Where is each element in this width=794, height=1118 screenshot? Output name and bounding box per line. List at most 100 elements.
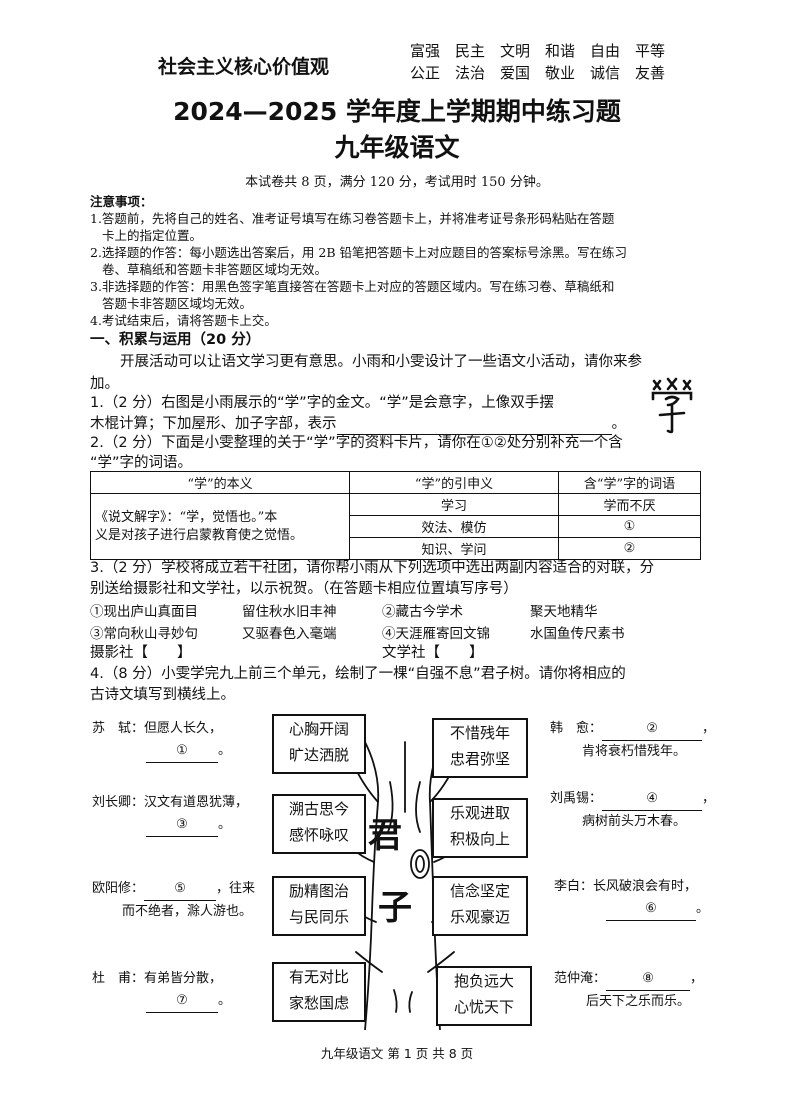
punct: ， <box>702 791 716 806</box>
table-header: “学”的本义 <box>90 471 350 494</box>
box-line: 心忧天下 <box>453 998 514 1016</box>
couplet-option-4b: 水国鱼传尺素书 <box>530 626 625 642</box>
value-item: 法治 <box>455 64 486 82</box>
value-item: 爱国 <box>500 64 531 82</box>
photo-club-answer[interactable]: 摄影社【 】 <box>90 645 192 661</box>
poet-line: 后天下之乐而乐。 <box>586 994 691 1009</box>
intro-text: 加。 <box>90 376 119 392</box>
notes-heading: 注意事项： <box>90 194 153 209</box>
blank-2[interactable]: ② <box>602 718 703 741</box>
box-line: 心胸开阔 <box>288 720 349 738</box>
blank-7[interactable]: ⑦ <box>146 990 218 1013</box>
section-heading: 一、积累与运用（20 分） <box>90 332 261 348</box>
value-item: 自由 <box>590 42 621 60</box>
box-line: 忠君弥坚 <box>449 750 510 768</box>
value-item: 文明 <box>500 42 531 60</box>
tree-char-zi: 子 <box>378 888 412 928</box>
note-line: 2.选择题的作答：每小题选出答案后，用 2B 铅笔把答题卡上对应题目的答案标号涂… <box>90 245 628 260</box>
question-2-cont: “学”字的词语。 <box>90 455 193 471</box>
tree-box-liuzhangqing: 溯古思今 感怀咏叹 <box>272 794 366 854</box>
couplet-option-1b: 留住秋水旧丰神 <box>242 604 337 620</box>
exam-subtitle: 九年级语文 <box>334 133 460 162</box>
couplet-option-2a: ②藏古今学术 <box>382 604 463 620</box>
poet-line: 刘长卿：汉文有道恩犹薄， <box>92 795 249 810</box>
value-item: 平等 <box>635 42 666 60</box>
tree-box-fanzhongyan: 抱负远大 心忧天下 <box>436 966 532 1026</box>
blank-4[interactable]: ④ <box>602 788 703 811</box>
core-values-heading: 社会主义核心价值观 <box>158 56 330 78</box>
couplet-option-2b: 聚天地精华 <box>530 604 598 620</box>
table-cell-blank-1[interactable]: ① <box>558 515 701 538</box>
value-item: 公正 <box>410 64 441 82</box>
note-line: 答题卡非答题区域均无效。 <box>102 296 253 311</box>
answer-blank[interactable]: ​ <box>336 414 612 435</box>
poet-dufu: 杜 甫：有弟皆分散， ⑦。 <box>92 968 231 1013</box>
punct: 。 <box>696 901 710 916</box>
note-line: 卷、草稿纸和答题卡非答题区域均无效。 <box>102 262 328 277</box>
punct: ， <box>690 971 704 986</box>
table-cell-blank-2[interactable]: ② <box>558 537 701 560</box>
punct: ， <box>702 721 716 736</box>
question-1: 1.（2 分）右图是小雨展示的“学”字的金文。“学”是会意字，上像双手摆 <box>90 395 554 411</box>
value-item: 富强 <box>410 42 441 60</box>
note-line: 4.考试结束后，请将答题卡上交。 <box>90 313 277 328</box>
question-text: 。 <box>611 416 627 432</box>
page-footer: 九年级语文 第 1 页 共 8 页 <box>320 1046 474 1061</box>
poet-sushi: 苏 轼：但愿人长久， ①。 <box>92 718 231 763</box>
blank-8[interactable]: ⑧ <box>606 968 691 991</box>
box-line: 励精图治 <box>288 882 349 900</box>
table-cell: 学习 <box>349 493 559 516</box>
question-4-cont: 古诗文填写到横线上。 <box>90 687 235 703</box>
question-2: 2.（2 分）下面是小雯整理的关于“学”字的资料卡片，请你在①②处分别补充一个含 <box>90 435 623 451</box>
value-item: 敬业 <box>545 64 576 82</box>
poet-liuyuxi: 刘禹锡：④， 病树前头万木春。 <box>550 788 715 833</box>
blank-5[interactable]: ⑤ <box>144 878 217 901</box>
couplet-option-1a: ①现出庐山真面目 <box>90 604 198 620</box>
box-line: 乐观豪迈 <box>449 908 510 926</box>
tree-char-jun: 君 <box>368 816 402 856</box>
table-cell-original-meaning: 《说文解字》：“学，觉悟也。”本 义是对孩子进行启蒙教育使之觉悟。 <box>90 493 350 560</box>
core-values-list: 富强民主文明和谐自由平等 公正法治爱国敬业诚信友善 <box>410 40 680 84</box>
table-header: “学”的引申义 <box>349 471 559 494</box>
exam-info: 本试卷共 8 页，满分 120 分，考试用时 150 分钟。 <box>245 175 549 190</box>
poet-line: 病树前头万木春。 <box>582 814 687 829</box>
tree-box-liuyuxi: 乐观进取 积极向上 <box>432 798 528 858</box>
value-item: 和谐 <box>545 42 576 60</box>
blank-1[interactable]: ① <box>146 740 218 763</box>
tree-box-hanyu: 不惜残年 忠君弥坚 <box>432 718 528 778</box>
value-item: 民主 <box>455 42 486 60</box>
box-line: 有无对比 <box>288 968 349 986</box>
punct: 。 <box>218 993 232 1008</box>
box-line: 信念坚定 <box>449 882 510 900</box>
blank-6[interactable]: ⑥ <box>606 898 696 921</box>
box-line: 家愁国虑 <box>288 994 349 1012</box>
couplet-option-4a: ④天涯雁寄回文锦 <box>382 626 490 642</box>
box-line: 积极向上 <box>449 830 510 848</box>
jinwen-xue-icon <box>651 377 693 434</box>
box-line: 不惜残年 <box>449 724 510 742</box>
literature-club-answer[interactable]: 文学社【 】 <box>382 645 484 661</box>
poet-fanzhongyan: 范仲淹：⑧， 后天下之乐而乐。 <box>554 968 703 1013</box>
poet-line: 肯将衰朽惜残年。 <box>582 744 687 759</box>
question-text: 木棍计算；下加屋形、加子字部，表示 <box>90 416 337 432</box>
couplet-option-3b: 又驱春色入毫端 <box>242 626 337 642</box>
box-line: 乐观进取 <box>449 804 510 822</box>
question-3-cont: 别送给摄影社和文学社，以示祝贺。（在答题卡相应位置填写序号） <box>90 581 518 597</box>
box-line: 抱负远大 <box>453 972 514 990</box>
poet-line: 而不绝者，滁人游也。 <box>122 904 253 919</box>
xue-table: “学”的本义 “学”的引申义 含“学”字的词语 《说文解字》：“学，觉悟也。”本… <box>90 471 701 560</box>
poet-hanyu: 韩 愈：②， 肯将衰朽惜残年。 <box>550 718 715 763</box>
punct: 。 <box>218 743 232 758</box>
blank-3[interactable]: ③ <box>146 814 218 837</box>
question-4: 4.（8 分）小雯学完九上前三个单元，绘制了一棵“自强不息”君子树。请你将相应的 <box>90 666 626 682</box>
punct: 。 <box>218 817 232 832</box>
couplet-option-3a: ③常向秋山寻妙句 <box>90 626 198 642</box>
value-item: 友善 <box>635 64 666 82</box>
value-item: 诚信 <box>590 64 621 82</box>
box-line: 溯古思今 <box>288 800 349 818</box>
xue-info-card: “学”的本义 “学”的引申义 含“学”字的词语 《说文解字》：“学，觉悟也。”本… <box>90 471 701 560</box>
intro-text: 开展活动可以让语文学习更有意思。小雨和小雯设计了一些语文小活动，请你来参 <box>120 354 642 370</box>
table-cell: 效法、模仿 <box>349 515 559 538</box>
poet-line: 刘禹锡： <box>550 791 603 806</box>
box-line: 与民同乐 <box>288 908 349 926</box>
